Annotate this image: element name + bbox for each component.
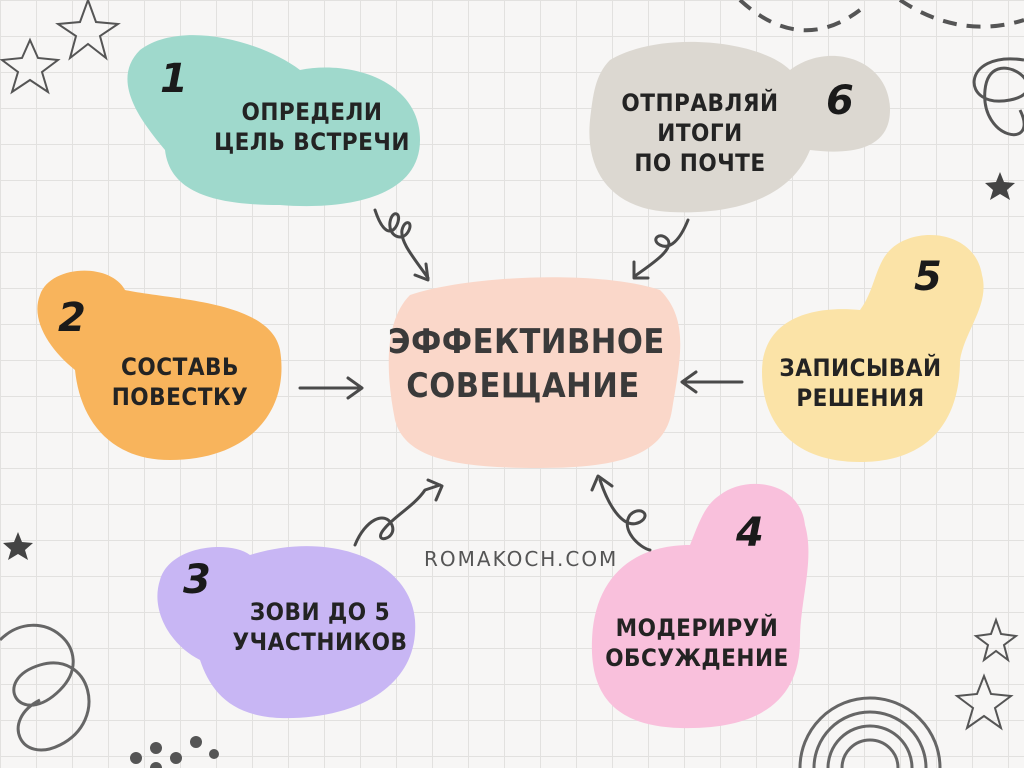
- step-4-text: МОДЕРИРУЙ ОБСУЖДЕНИЕ: [605, 614, 789, 672]
- step-1-blob: [127, 35, 420, 207]
- star-icon: [0, 37, 61, 95]
- arrowhead-5: [680, 370, 698, 394]
- step-3-blob: [157, 546, 416, 719]
- arrow-from-step-3: [353, 483, 442, 547]
- rainbow-arc: [840, 738, 900, 768]
- website-label: ROMAKOCH.COM: [424, 547, 619, 571]
- star-icon: [973, 617, 1019, 663]
- center-blob: [388, 277, 681, 468]
- step-6-blob: [589, 41, 890, 213]
- arrow-from-step-6: [633, 218, 690, 278]
- star-icon: [985, 172, 1015, 200]
- star-icon: [3, 532, 33, 560]
- step-4-blob: [591, 483, 809, 729]
- star-icon: [55, 0, 121, 61]
- scribble: [972, 57, 1024, 137]
- arrowhead-2: [346, 376, 364, 400]
- step-2-text: СОСТАВЬ ПОВЕСТКУ: [111, 353, 249, 411]
- step-1-number: 1: [160, 56, 188, 102]
- arrowhead-4: [590, 474, 614, 492]
- step-2-blob: [37, 270, 282, 460]
- main-title: ЭФФЕКТИВНОЕ СОВЕЩАНИЕ: [388, 322, 665, 407]
- rainbow-arc: [812, 710, 928, 768]
- step-3-text: ЗОВИ ДО 5 УЧАСТНИКОВ: [232, 598, 408, 656]
- dots: [130, 736, 219, 768]
- rainbow-arc: [826, 724, 914, 768]
- rainbow-arc: [798, 696, 942, 768]
- step-5-blob: [762, 235, 984, 462]
- step-6-number: 6: [826, 78, 854, 124]
- arrowhead-1: [413, 262, 430, 282]
- step-3-number: 3: [183, 557, 211, 603]
- arrowhead-6: [632, 260, 650, 280]
- step-5-text: ЗАПИСЫВАЙ РЕШЕНИЯ: [779, 354, 942, 412]
- step-4-number: 4: [736, 510, 764, 556]
- arrowhead-3: [426, 478, 444, 502]
- star-icon: [954, 673, 1014, 731]
- step-1-text: ОПРЕДЕЛИ ЦЕЛЬ ВСТРЕЧИ: [214, 98, 410, 156]
- step-6-text: ОТПРАВЛЯЙ ИТОГИ ПО ПОЧТЕ: [621, 89, 779, 177]
- arrow-from-step-1: [373, 208, 430, 280]
- scribble: [0, 623, 91, 752]
- step-5-number: 5: [914, 254, 942, 300]
- arrow-from-step-4: [598, 478, 652, 552]
- step-2-number: 2: [58, 295, 86, 341]
